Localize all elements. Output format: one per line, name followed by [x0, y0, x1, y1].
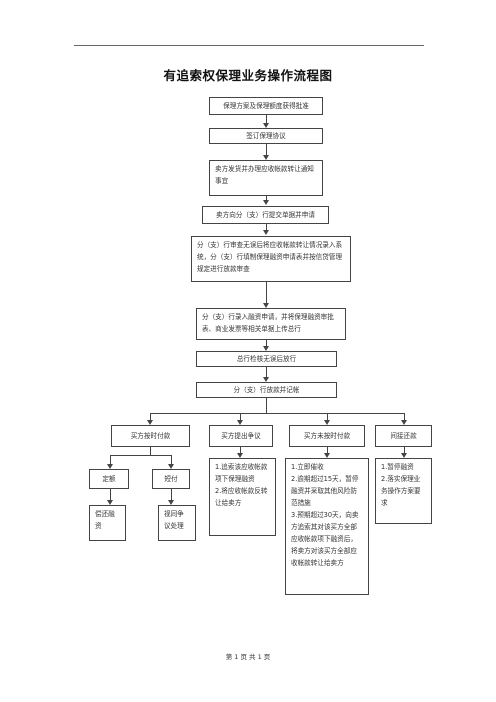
arrow-down	[237, 420, 243, 425]
arrow-down	[263, 377, 269, 382]
detail-item: 1.追索该应收帐款项下保理融资	[215, 463, 268, 483]
branch-buyer-late: 买方未按时付款	[289, 425, 365, 447]
detail-item: 2.落实保理业务操作方案要求	[381, 475, 421, 507]
step-enter-financing: 分（支）行录入融资申请，并将保理融资审批表、商业发票等相关单据上传总行	[196, 308, 346, 340]
arrow-down	[401, 420, 407, 425]
detail-late-payment-actions: 1.立即催收 2.逾期超过15天，暂停融资并采取其他风险防范措施 3.预期超过3…	[285, 458, 369, 595]
arrow-down	[263, 155, 269, 160]
detail-item: 2.逾期超过15天，暂停融资并采取其他风险防范措施	[291, 475, 359, 507]
connector	[327, 413, 328, 420]
connector	[404, 413, 405, 420]
connector	[266, 282, 267, 303]
detail-item: 1.暂停融资	[381, 463, 414, 471]
step-disburse-and-book: 分（支）行放款并记帐	[196, 382, 337, 398]
connector	[240, 447, 241, 453]
arrow-down	[168, 464, 174, 469]
arrow-down	[324, 453, 330, 458]
arrow-down	[168, 500, 174, 505]
arrow-down	[263, 303, 269, 308]
branch-buyer-pays-on-time: 买方按时付款	[111, 425, 190, 447]
arrow-down	[237, 453, 243, 458]
arrow-down	[401, 453, 407, 458]
connector	[266, 196, 267, 200]
arrow-down	[263, 346, 269, 351]
page-title: 有追索权保理业务操作流程图	[163, 68, 333, 83]
connector	[150, 413, 151, 420]
arrow-down	[324, 420, 330, 425]
arrow-down	[147, 420, 153, 425]
sub-fixed-amount: 定额	[89, 469, 129, 489]
detail-indirect-repay-actions: 1.暂停融资 2.落实保理业务操作方案要求	[375, 458, 432, 524]
connector	[171, 489, 172, 500]
step-head-office-check: 总行检核无误后放行	[196, 351, 337, 367]
detail-item: 3.预期超过30天，向卖方追索其对该买方全部应收帐款项下融资后，将卖方对该买方全…	[291, 511, 359, 567]
connector	[327, 447, 328, 453]
header-rule	[74, 45, 424, 46]
branch-indirect-repay: 间接还款	[375, 425, 432, 447]
connector	[266, 144, 267, 155]
arrow-down	[107, 500, 113, 505]
page-footer: 第 1 页 共 1 页	[225, 653, 271, 661]
connector	[110, 489, 111, 500]
step-quota-approved: 保理方案及保理额度获得批准	[209, 97, 323, 115]
connector	[266, 115, 267, 123]
detail-item: 1.立即催收	[291, 463, 324, 471]
connector	[171, 455, 172, 464]
branch-connector	[110, 455, 171, 456]
arrow-down	[263, 123, 269, 128]
step-sign-agreement: 签订保理协议	[209, 128, 323, 144]
connector	[240, 413, 241, 420]
connector	[110, 455, 111, 464]
arrow-down	[263, 200, 269, 205]
sub-repay-financing: 偿还融资	[89, 505, 126, 541]
connector	[266, 367, 267, 377]
sub-short-payment: 短付	[152, 469, 190, 489]
connector	[266, 398, 267, 413]
detail-dispute-actions: 1.追索该应收帐款项下保理融资 2.将应收帐款反转让给卖方	[209, 458, 276, 536]
sub-treat-as-dispute: 视同争议处理	[158, 505, 196, 541]
branch-connector	[150, 413, 404, 414]
branch-buyer-dispute: 买方提出争议	[209, 425, 273, 447]
connector	[404, 447, 405, 453]
arrow-down	[107, 464, 113, 469]
connector	[266, 224, 267, 230]
connector	[150, 447, 151, 455]
connector	[266, 340, 267, 346]
step-branch-review: 分（支）行审查无误后将应收帐款转让情况录入系统，分（支）行填制保理融资申请表并按…	[191, 236, 351, 282]
step-submit-documents: 卖方向分（支）行提交单据并申请	[202, 206, 329, 224]
detail-item: 2.将应收帐款反转让给卖方	[215, 487, 268, 507]
arrow-down	[263, 230, 269, 235]
step-ship-and-notify: 卖方发货并办理应收帐款转让通知事宜	[209, 160, 323, 196]
